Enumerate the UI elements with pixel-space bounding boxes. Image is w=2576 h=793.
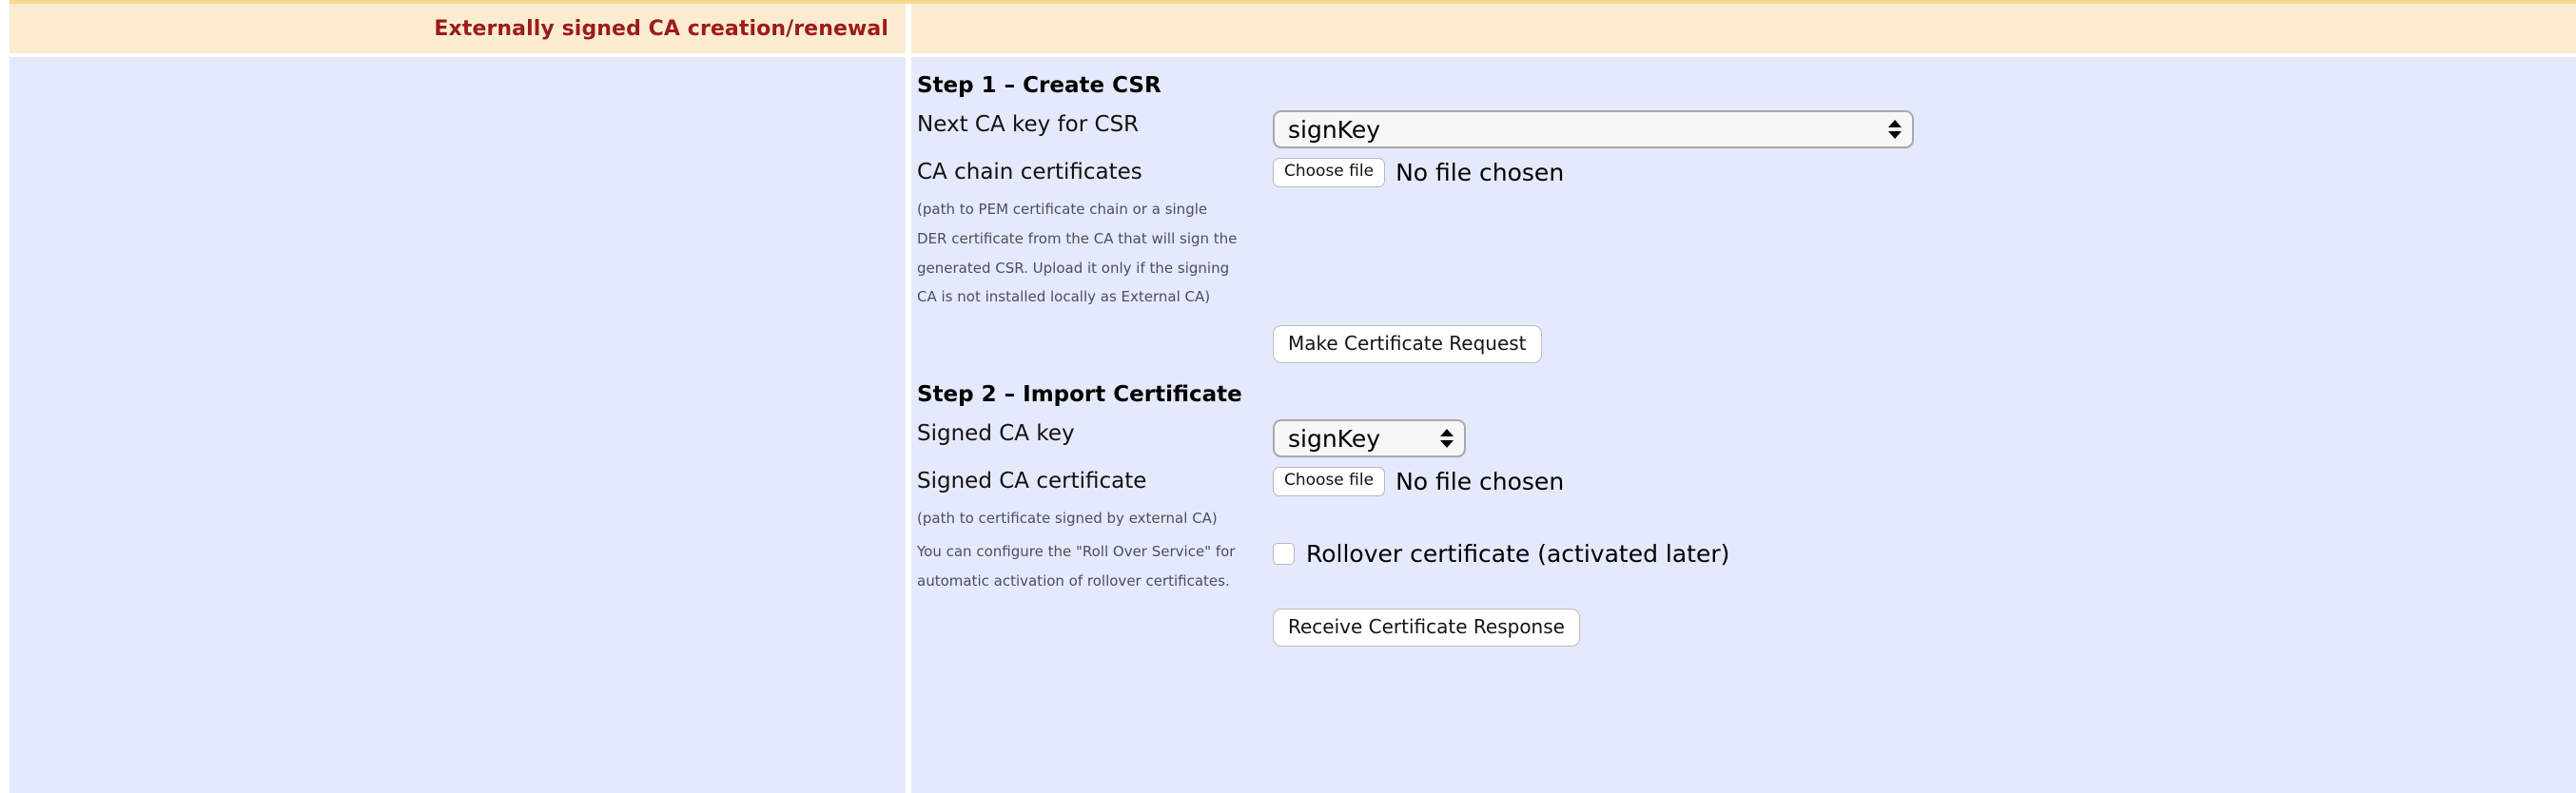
next-ca-key-select[interactable]: signKey — [1273, 110, 1914, 149]
signed-ca-cert-choose-file-button[interactable]: Choose file — [1273, 467, 1386, 497]
page-header: Externally signed CA creation/renewal — [10, 0, 2576, 53]
rollover-hint: You can configure the "Roll Over Service… — [917, 542, 1236, 590]
signed-ca-cert-file-status: No file chosen — [1395, 468, 1565, 496]
ca-form: Step 1 – Create CSR Next CA key for CSR … — [911, 67, 2576, 651]
signed-ca-key-select[interactable]: signKey — [1273, 419, 1466, 458]
header-column-divider — [906, 4, 911, 53]
ca-chain-file-input: Choose file No file chosen — [1273, 158, 1564, 187]
step2-heading: Step 2 – Import Certificate — [917, 382, 1242, 408]
stepper-arrows-icon — [1888, 120, 1902, 140]
signed-ca-cert-hint: (path to certificate signed by external … — [917, 510, 1218, 528]
signed-ca-key-field: signKey — [1261, 415, 2576, 462]
signed-ca-cert-file-input: Choose file No file chosen — [1273, 467, 1565, 497]
rollover-checkbox-row[interactable]: Rollover certificate (activated later) — [1273, 540, 1729, 568]
signed-ca-certificate-label: Signed CA certificate — [917, 469, 1147, 494]
header-filler-cell — [911, 4, 2576, 53]
step1-submit-label-spacer — [917, 314, 1261, 368]
signed-ca-key-select-value: signKey — [1288, 424, 1381, 453]
step1-heading: Step 1 – Create CSR — [917, 73, 1161, 98]
ca-chain-certificates-field: Choose file No file chosen — [1261, 153, 2576, 192]
step2-submit-label-spacer — [917, 597, 1261, 651]
rollover-certificate-checkbox[interactable] — [1273, 542, 1295, 565]
ca-chain-file-status: No file chosen — [1395, 159, 1565, 187]
page-body: Step 1 – Create CSR Next CA key for CSR … — [10, 57, 2576, 793]
step2-submit-cell: Receive Certificate Response — [1261, 597, 2576, 651]
stepper-arrows-icon — [1440, 429, 1454, 449]
ca-chain-hint: (path to PEM certificate chain or a sing… — [917, 201, 1238, 306]
ca-chain-hint-spacer — [1261, 193, 2576, 314]
next-ca-key-label: Next CA key for CSR — [917, 112, 1140, 138]
step1-heading-spacer — [1261, 67, 2576, 106]
signed-ca-cert-hint-spacer — [1261, 502, 2576, 535]
body-column-divider — [906, 57, 911, 793]
signed-ca-key-label: Signed CA key — [917, 421, 1075, 447]
header-title-cell: Externally signed CA creation/renewal — [10, 4, 906, 53]
step1-submit-cell: Make Certificate Request — [1261, 314, 2576, 368]
ca-chain-choose-file-button[interactable]: Choose file — [1273, 158, 1386, 187]
form-column: Step 1 – Create CSR Next CA key for CSR … — [911, 57, 2576, 793]
receive-certificate-response-button[interactable]: Receive Certificate Response — [1273, 609, 1580, 648]
make-certificate-request-button[interactable]: Make Certificate Request — [1273, 325, 1542, 364]
step2-heading-spacer — [1261, 368, 2576, 415]
page-title: Externally signed CA creation/renewal — [434, 16, 888, 41]
left-empty-column — [10, 57, 906, 793]
rollover-checkbox-cell: Rollover certificate (activated later) — [1261, 535, 2576, 572]
next-ca-key-select-value: signKey — [1288, 115, 1381, 144]
ca-chain-certificates-label: CA chain certificates — [917, 160, 1142, 185]
signed-ca-certificate-field: Choose file No file chosen — [1261, 462, 2576, 501]
next-ca-key-field: signKey — [1261, 106, 2576, 153]
rollover-certificate-label: Rollover certificate (activated later) — [1306, 539, 1730, 568]
